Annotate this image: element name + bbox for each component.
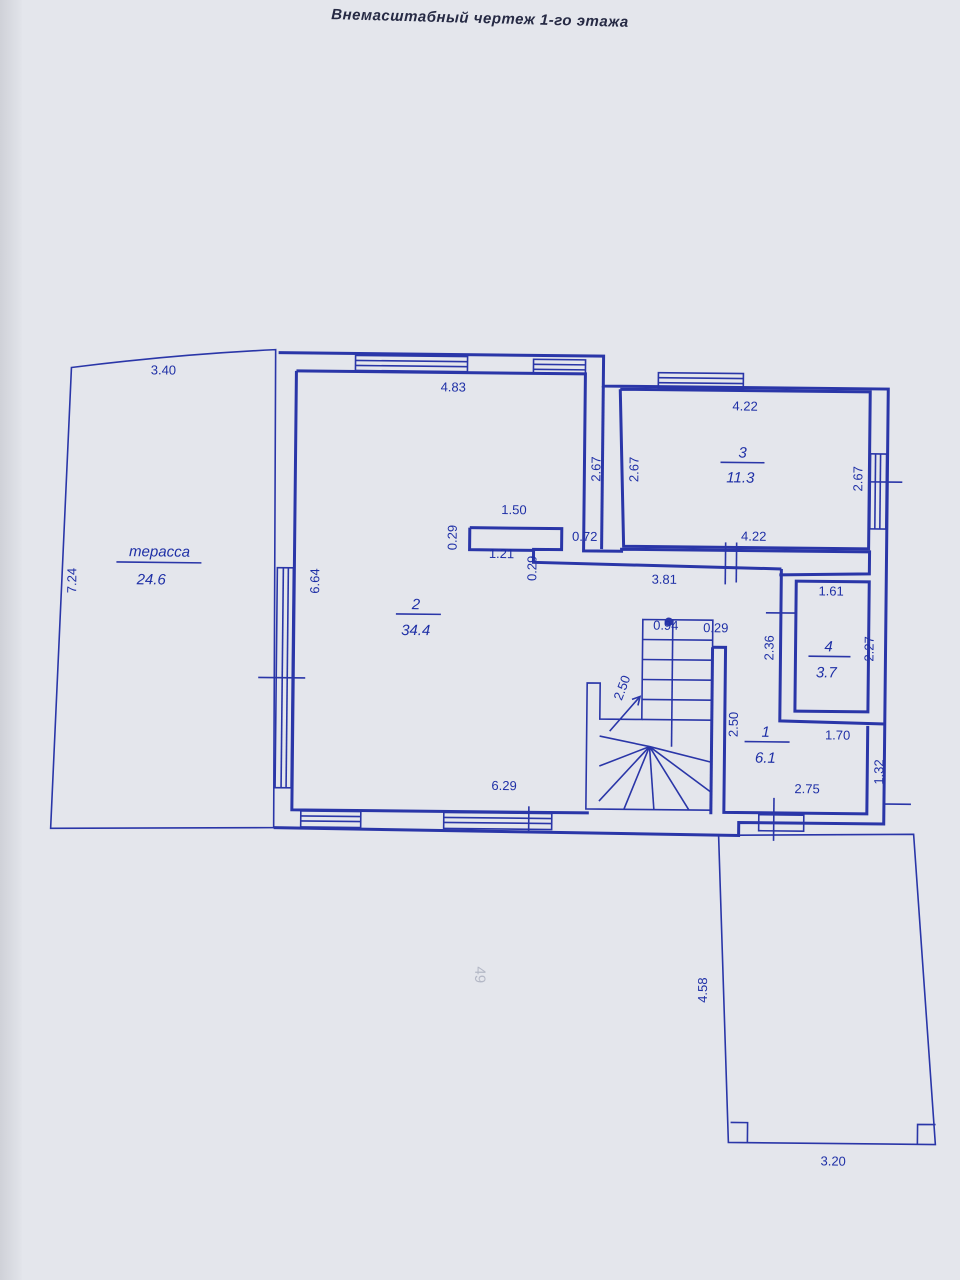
room-4-area: 3.7 [816, 664, 838, 681]
dim-room2-top: 4.83 [441, 379, 466, 394]
dim-room1-right: 1.32 [871, 759, 886, 784]
dim-room3-right: 2.67 [850, 466, 865, 491]
page-number: 49 [471, 966, 488, 983]
dim-room3-left: 2.67 [626, 457, 641, 482]
dim-room3-top: 4.22 [732, 398, 757, 413]
terrace-name: терасса [129, 543, 190, 561]
dim-annex-height: 4.58 [695, 977, 710, 1002]
dim-room2-bottom: 6.29 [491, 778, 516, 793]
staircase [585, 617, 714, 812]
windows [258, 354, 911, 841]
room-2-number: 2 [411, 596, 421, 613]
terrace-area: 24.6 [136, 571, 167, 588]
dim-room1-top: 1.70 [825, 727, 850, 742]
dim-terrace-height: 7.24 [64, 568, 79, 593]
dim-terrace-width: 3.40 [151, 362, 176, 377]
dim-annex-width: 3.20 [820, 1153, 845, 1168]
page-binding-edge [0, 0, 22, 1280]
dim-stair-length: 2.50 [610, 673, 633, 702]
room-1-area: 6.1 [755, 750, 776, 767]
dim-partition-width: 1.50 [501, 502, 526, 517]
room-3-number: 3 [738, 444, 747, 461]
dim-room3-bottom: 4.22 [741, 529, 766, 544]
dim-partition-step: 1.21 [489, 546, 514, 561]
dim-stair-wall: 0.29 [703, 620, 728, 635]
dim-room4-left: 2.36 [761, 635, 776, 660]
building-walls [273, 351, 937, 1146]
dim-partition-left-thickness: 0.29 [445, 525, 460, 550]
dim-room4-top: 1.61 [818, 583, 843, 598]
room-3-area: 11.3 [726, 469, 755, 486]
dim-room4-right: 2.27 [861, 636, 876, 661]
dim-partition-right-thickness: 0.29 [524, 556, 539, 581]
dim-partition-offset: 0.72 [572, 529, 597, 544]
dim-room2-height: 6.64 [307, 568, 322, 593]
dim-room1-left: 2.50 [726, 712, 741, 737]
room-1-number: 1 [761, 724, 770, 741]
room-4-number: 4 [824, 638, 833, 655]
terrace-outline [49, 348, 277, 830]
dim-room2-right: 2.67 [588, 456, 603, 481]
terrace-label-divider [116, 561, 202, 564]
dim-hall-width: 3.81 [652, 572, 677, 587]
room-2-area: 34.4 [401, 622, 430, 639]
dim-room1-bottom: 2.75 [794, 781, 819, 796]
dim-stair-width: 0.94 [653, 618, 678, 633]
